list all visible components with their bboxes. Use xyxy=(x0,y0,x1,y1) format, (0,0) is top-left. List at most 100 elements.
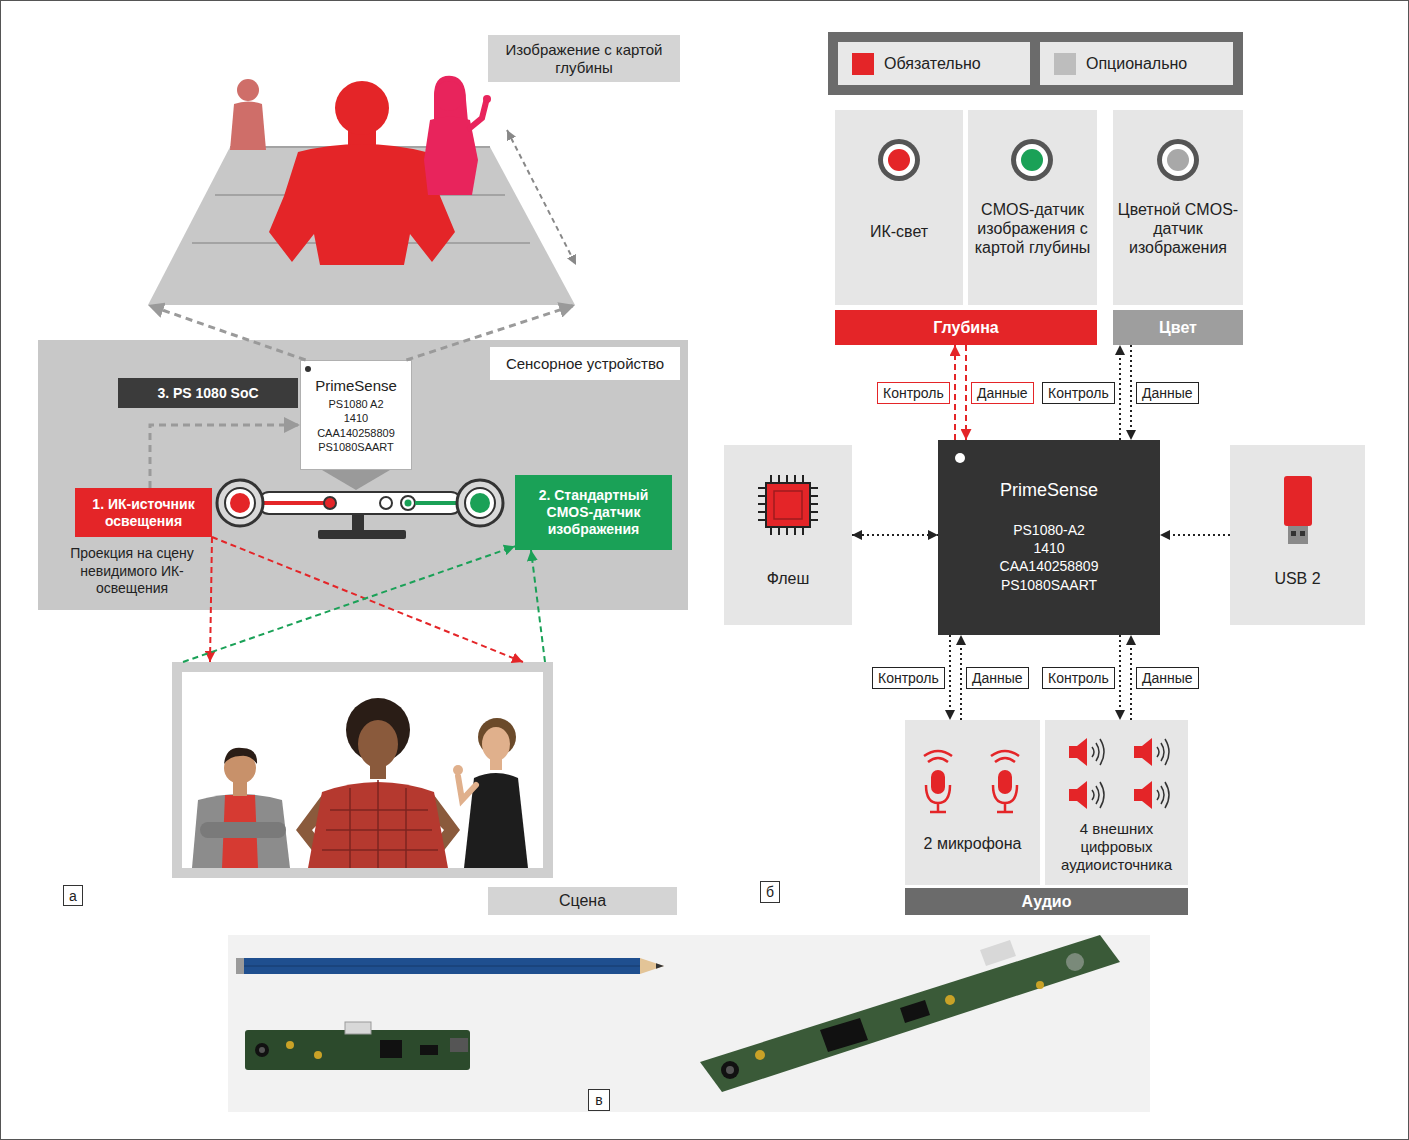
scene-people xyxy=(296,795,330,858)
component-icons xyxy=(1162,144,1194,176)
node-text: 1. ИК-источник освещения xyxy=(81,496,206,530)
legend-swatch xyxy=(1054,53,1076,75)
node-text: PrimeSense xyxy=(315,377,397,394)
component-icons xyxy=(931,770,945,794)
edge-label: Контроль xyxy=(872,667,945,689)
soc-label-box: 3. PS 1080 SoC xyxy=(118,378,298,408)
connector-arrow xyxy=(1160,534,1230,536)
connector-arrow xyxy=(1130,345,1132,440)
board-photo xyxy=(700,935,1120,1092)
node-text: PS1080 A2 xyxy=(328,397,383,411)
component-icons xyxy=(1077,781,1087,809)
group-band: Цвет xyxy=(1113,310,1243,345)
component-icons xyxy=(766,483,810,527)
scene-people xyxy=(453,765,463,775)
component-icons xyxy=(774,491,802,519)
component-icons xyxy=(1157,739,1169,765)
node-text: 3. PS 1080 SoC xyxy=(157,385,258,401)
component-icons xyxy=(1134,746,1142,758)
board-photo xyxy=(242,958,640,974)
sensor-bar xyxy=(324,497,336,509)
board-photo xyxy=(345,1022,371,1034)
scene-people xyxy=(464,773,528,868)
connector-arrow xyxy=(212,537,523,662)
sensor-bar xyxy=(217,366,503,539)
depth-map-drawing xyxy=(148,70,583,305)
board-photo xyxy=(314,1051,322,1059)
legend-text: Опционально xyxy=(1086,42,1187,85)
connector-arrow xyxy=(1130,635,1132,720)
board-photo xyxy=(1066,953,1084,971)
component-icons xyxy=(998,770,1012,794)
component-icons xyxy=(955,453,965,463)
component-icons xyxy=(1284,476,1312,526)
board-photo xyxy=(726,1066,734,1074)
component-icons xyxy=(1142,781,1152,809)
component-icons xyxy=(883,144,915,176)
sensor-bar xyxy=(262,501,330,505)
node-text: Флеш xyxy=(767,569,810,588)
node-text: PrimeSense xyxy=(1000,480,1098,501)
audio-box: 2 микрофона xyxy=(905,720,1040,885)
component-icons xyxy=(1142,738,1152,766)
sensor-bar xyxy=(305,366,311,372)
depth-map-drawing xyxy=(470,102,486,128)
component-icons xyxy=(1077,738,1087,766)
sensor-bar xyxy=(405,500,412,507)
component-icons xyxy=(1167,149,1189,171)
node-text: Глубина xyxy=(933,319,998,337)
depth-map-drawing xyxy=(335,81,389,135)
board-photo xyxy=(900,1000,930,1023)
component-icons xyxy=(924,751,952,812)
scene-people xyxy=(224,748,257,764)
sensor-bar xyxy=(380,497,392,509)
component-icons xyxy=(1157,782,1169,808)
scene-people xyxy=(200,822,286,838)
node-text: PS1080SAART xyxy=(318,440,394,454)
board-photo xyxy=(286,1041,294,1049)
depth-map-drawing xyxy=(230,102,266,151)
flash-box: Флеш xyxy=(724,445,852,625)
scene-people xyxy=(308,782,448,868)
depth-map-drawing xyxy=(434,81,464,111)
component-icons xyxy=(878,139,920,181)
legend-item: Обязательно xyxy=(838,42,1030,85)
component-icons xyxy=(1092,739,1104,765)
connector-arrow xyxy=(960,635,962,720)
group-band: Глубина xyxy=(835,310,1097,345)
component-icons xyxy=(1300,531,1305,536)
ir-source-box: 1. ИК-источник освещения xyxy=(75,488,212,537)
panel-letter: а xyxy=(63,885,83,906)
connector-arrow xyxy=(949,635,951,720)
edge-label: Данные xyxy=(1136,382,1199,404)
edge-label: Данные xyxy=(1136,667,1199,689)
scene-people xyxy=(426,795,460,858)
board-photo xyxy=(255,1043,269,1057)
depth-image: Изображение с картой глубины xyxy=(148,70,583,305)
node-text: USB 2 xyxy=(1274,569,1320,588)
board-photo xyxy=(228,935,1150,1112)
legend-bar xyxy=(828,32,1243,95)
connector-arrow xyxy=(210,537,212,662)
component-icons xyxy=(1021,149,1043,171)
sensor-bar xyxy=(352,512,364,532)
scene-people xyxy=(458,776,476,800)
component-icons xyxy=(758,475,818,535)
connector-arrow xyxy=(965,345,967,440)
node-text: PS1080SAART xyxy=(1001,576,1097,594)
node-text: 4 внешних цифровых аудиоисточника xyxy=(1049,820,1184,874)
board-photo xyxy=(236,958,244,974)
sensor-bar xyxy=(457,480,503,526)
board-photo xyxy=(450,1038,468,1052)
node-text: ИК-свет xyxy=(870,222,928,241)
component-box: CMOS-датчик изображения с картой глубины xyxy=(968,110,1097,305)
cmos-sensor-box: 2. Стандартный CMOS-датчик изображения xyxy=(515,475,672,550)
component-box: Цветной CMOS-датчик изображения xyxy=(1113,110,1243,305)
component-icons xyxy=(1134,789,1142,801)
board-photo xyxy=(1036,981,1044,989)
component-icons xyxy=(991,751,1019,812)
connector-arrow xyxy=(531,550,545,662)
legend-item: Опционально xyxy=(1040,42,1233,85)
